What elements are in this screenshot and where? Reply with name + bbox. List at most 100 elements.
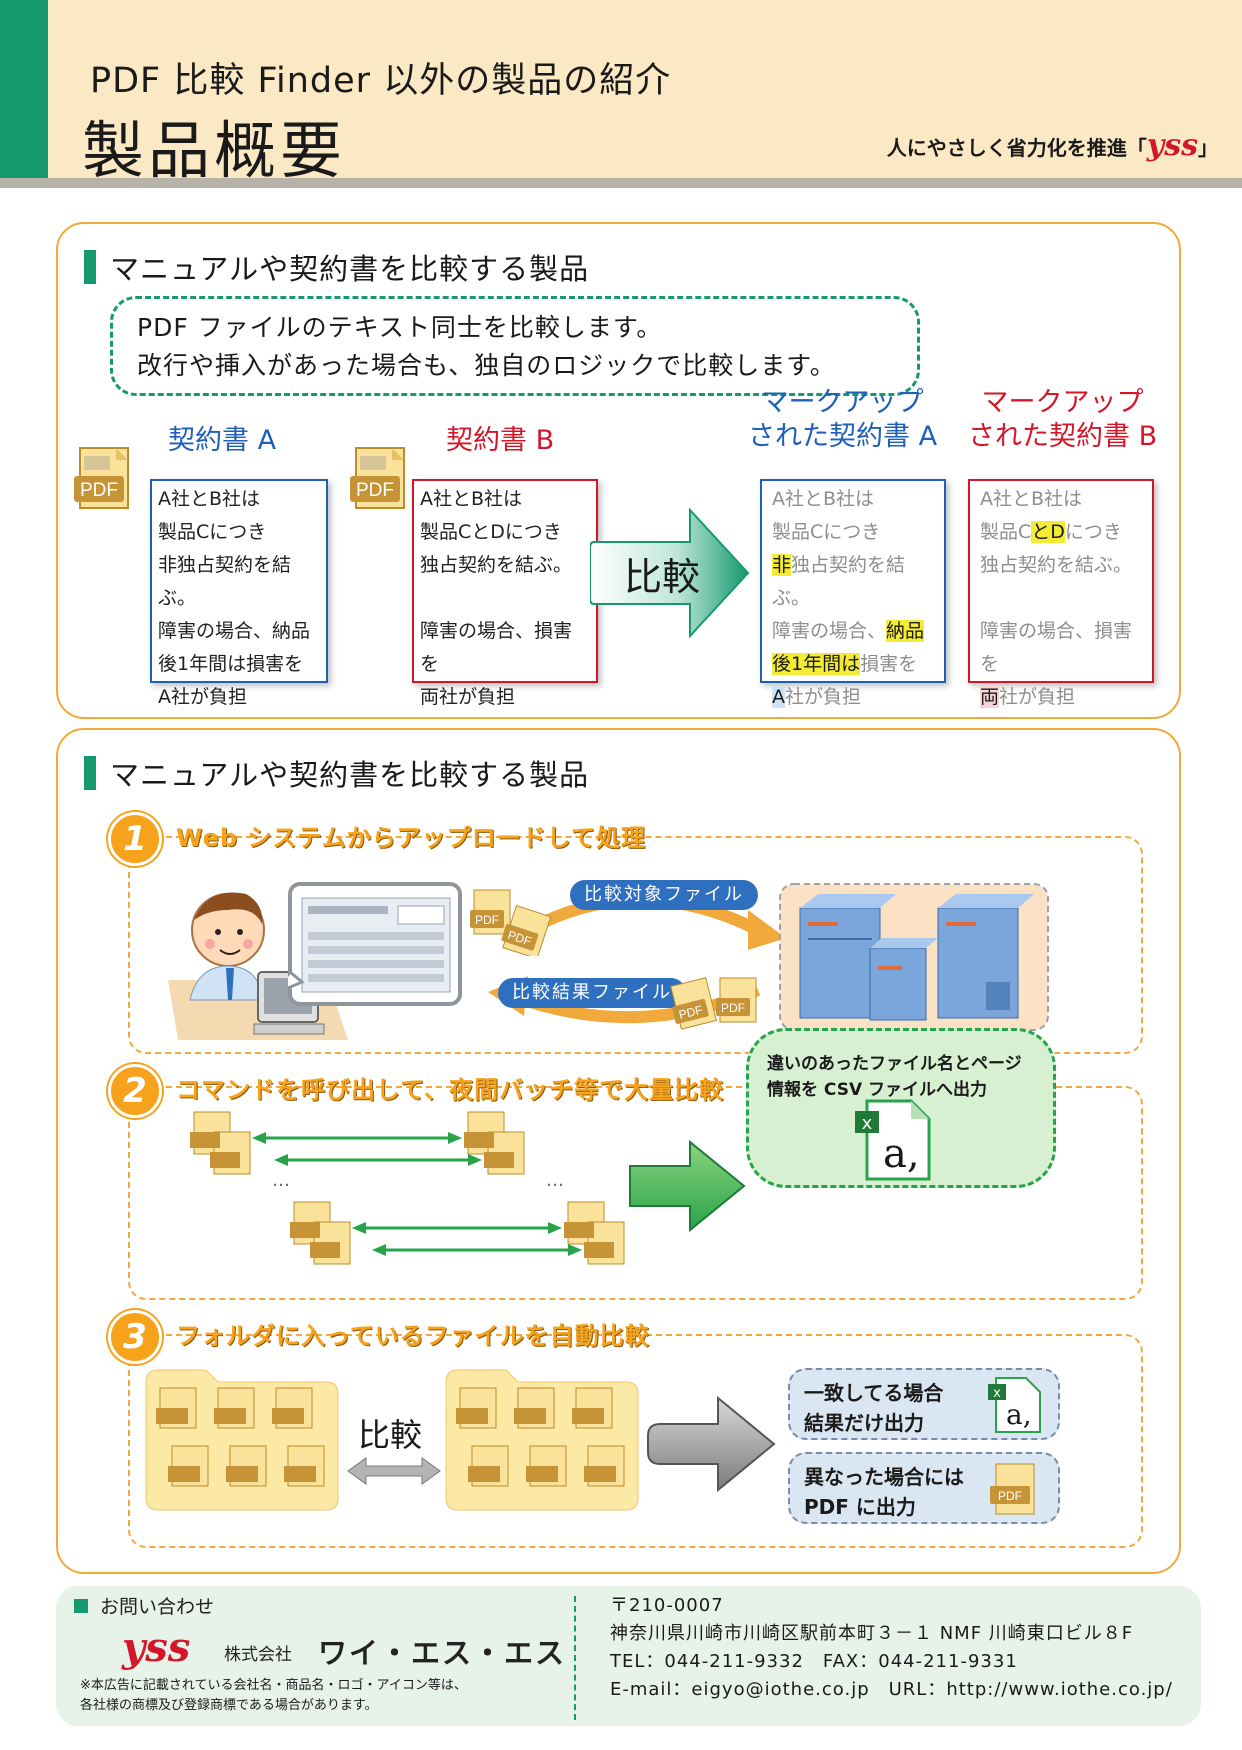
csv-output-line2: 情報を CSV ファイルへ出力 bbox=[767, 1080, 988, 1100]
markup-b-box: A社とB社は 製品CとDにつき 独占契約を結ぶ。 障害の場合、損害を 両社が負担 bbox=[968, 479, 1154, 708]
server-icon bbox=[779, 883, 1049, 1031]
markup-a-title: マークアップ された契約書 A bbox=[748, 386, 937, 454]
trademark-disclaimer: ※本広告に記載されている会社名・商品名・ロゴ・アイコン等は、 各社様の商標及び登… bbox=[80, 1676, 467, 1716]
diff-result-text: 異なった場合には PDF に出力 bbox=[804, 1462, 964, 1522]
heading-marker bbox=[74, 1598, 88, 1613]
section1-heading: マニュアルや契約書を比較する製品 bbox=[84, 246, 589, 288]
ellipsis: … bbox=[272, 1170, 292, 1191]
folder-icon bbox=[145, 1369, 339, 1511]
doc-b-line: 独占契約を結ぶ。 bbox=[420, 554, 573, 576]
highlight-added: とD bbox=[1031, 521, 1065, 543]
markup-a-line: 後1年間は損害を bbox=[772, 648, 938, 681]
diff-line1: 異なった場合には bbox=[804, 1465, 964, 1489]
markup-a-text: 障害の場合、 bbox=[772, 620, 887, 642]
double-arrow-icon bbox=[347, 1457, 441, 1485]
step3-title: フォルダに入っているファイルを自動比較 bbox=[176, 1322, 650, 1350]
heading-marker bbox=[84, 756, 96, 790]
folder-icon bbox=[445, 1369, 639, 1511]
step1-box bbox=[128, 836, 1143, 1054]
email-url[interactable]: E-mail：eigyo@iothe.co.jp URL：http://www.… bbox=[610, 1679, 1173, 1700]
disclaimer-line2: 各社様の商標及び登録商標である場合があります。 bbox=[80, 1698, 378, 1713]
page-header: PDF 比較 Finder 以外の製品の紹介 製品概要 人にやさしく省力化を推進… bbox=[0, 0, 1242, 188]
highlight-deleted: 後1年間は bbox=[772, 653, 861, 675]
section-compare-documents: マニュアルや契約書を比較する製品 PDF ファイルのテキスト同士を比較します。 … bbox=[56, 222, 1181, 719]
step3-compare-label: 比較 bbox=[358, 1416, 423, 1454]
pdf-icon-label: PDF bbox=[998, 1489, 1022, 1503]
compare-label: 比較 bbox=[624, 555, 701, 599]
section-usage-modes: マニュアルや契約書を比較する製品 1 Web システムからアップロードして処理 bbox=[56, 728, 1181, 1574]
markup-b-line: 障害の場合、損害を bbox=[980, 620, 1133, 675]
phone-fax: TEL：044-211-9332 FAX：044-211-9331 bbox=[610, 1651, 1018, 1672]
slogan-logo: yss bbox=[1146, 128, 1198, 163]
markup-b-title-line2: された契約書 B bbox=[968, 421, 1158, 452]
pdf-icon-label: PDF bbox=[677, 1003, 704, 1022]
csv-glyph: a, bbox=[883, 1131, 920, 1177]
markup-a-line: 製品Cにつき bbox=[772, 521, 881, 543]
doc-a-line: 製品Cにつき bbox=[158, 521, 267, 543]
match-line1: 一致してる場合 bbox=[804, 1381, 944, 1405]
browser-window-icon bbox=[288, 882, 462, 1006]
compare-arrow-icon: 比較 bbox=[589, 507, 752, 639]
doc-b-line: 両社が負担 bbox=[420, 686, 516, 708]
pdf-icon-label: PDF bbox=[721, 1001, 745, 1015]
markup-b-text: 社が負担 bbox=[999, 686, 1076, 708]
csv-output-text: 違いのあったファイル名とページ 情報を CSV ファイルへ出力 bbox=[767, 1051, 1022, 1103]
pdf-file-icon: PDF PDF bbox=[670, 977, 757, 1030]
markup-a-line: 障害の場合、納品 bbox=[772, 615, 938, 648]
page-title: 製品概要 bbox=[82, 114, 347, 187]
match-line2: 結果だけ出力 bbox=[804, 1411, 924, 1435]
markup-a-box: A社とB社は 製品Cにつき 非独占契約を結ぶ。 障害の場合、納品 後1年間は損害… bbox=[760, 479, 946, 708]
company-name: ワイ・エス・エス bbox=[318, 1636, 567, 1670]
doc-b-title: 契約書 B bbox=[446, 425, 555, 456]
markup-b-text: につき bbox=[1064, 521, 1122, 543]
batch-compare-diagram bbox=[190, 1111, 625, 1265]
postal-code: 〒210-0007 bbox=[610, 1595, 724, 1616]
section2-heading-text: マニュアルや契約書を比較する製品 bbox=[110, 758, 590, 792]
csv-glyph: a, bbox=[1006, 1398, 1032, 1431]
doc-a-line: 障害の場合、納品 bbox=[158, 620, 311, 642]
markup-a-line: 非独占契約を結ぶ。 bbox=[772, 549, 938, 615]
note-line-1: PDF ファイルのテキスト同士を比較します。 bbox=[137, 313, 663, 342]
pdf-file-icon: PDF PDF bbox=[470, 889, 552, 956]
result-files-label: 比較結果ファイル bbox=[498, 978, 686, 1008]
markup-a-title-line2: された契約書 A bbox=[748, 421, 938, 452]
contact-heading-text: お問い合わせ bbox=[100, 1596, 215, 1618]
doc-b-line: A社とB社は bbox=[420, 488, 523, 510]
street-address: 神奈川県川崎市川崎区駅前本町３－１ NMF 川崎東口ビル８F bbox=[610, 1623, 1134, 1644]
svg-text:x: x bbox=[862, 1113, 873, 1134]
description-note: PDF ファイルのテキスト同士を比較します。 改行や挿入があった場合も、独自のロ… bbox=[110, 296, 920, 396]
header-subtitle: PDF 比較 Finder 以外の製品の紹介 bbox=[90, 61, 672, 101]
ellipsis: … bbox=[546, 1170, 566, 1191]
markup-b-line: 独占契約を結ぶ。 bbox=[980, 554, 1133, 576]
slogan-close: 」 bbox=[1198, 136, 1218, 160]
step3-box bbox=[128, 1334, 1143, 1548]
highlight-changed: A bbox=[772, 686, 785, 708]
footer-divider bbox=[574, 1596, 576, 1720]
disclaimer-line1: ※本広告に記載されている会社名・商品名・ロゴ・アイコン等は、 bbox=[80, 1678, 467, 1693]
pdf-icon-label: PDF bbox=[356, 480, 394, 501]
header-divider bbox=[0, 178, 1242, 188]
company-address: 〒210-0007 神奈川県川崎市川崎区駅前本町３－１ NMF 川崎東口ビル８F… bbox=[610, 1592, 1173, 1704]
step1-title: Web システムからアップロードして処理 bbox=[176, 824, 646, 852]
section2-heading: マニュアルや契約書を比較する製品 bbox=[84, 752, 589, 794]
diff-line2: PDF に出力 bbox=[804, 1495, 916, 1519]
header-slogan: 人にやさしく省力化を推進「yss」 bbox=[887, 128, 1218, 163]
header-accent-bar bbox=[0, 0, 48, 180]
highlight-deleted: 納品 bbox=[886, 620, 925, 642]
company-type: 株式会社 bbox=[224, 1645, 292, 1665]
markup-a-text: 独占契約を結ぶ。 bbox=[772, 554, 906, 609]
doc-a-title: 契約書 A bbox=[168, 425, 277, 456]
csv-output-bubble: 違いのあったファイル名とページ 情報を CSV ファイルへ出力 x a, bbox=[746, 1028, 1056, 1188]
markup-b-line: 製品CとDにつき bbox=[980, 516, 1146, 549]
upload-files-label: 比較対象ファイル bbox=[570, 880, 758, 910]
step1-number: 1 bbox=[108, 812, 162, 866]
highlight-changed: 両 bbox=[980, 686, 1000, 708]
markup-b-blank-line bbox=[980, 582, 1146, 615]
heading-marker bbox=[84, 250, 96, 284]
doc-a-line: A社とB社は bbox=[158, 488, 261, 510]
highlight-deleted: 非 bbox=[772, 554, 792, 576]
markup-a-line: A社が負担 bbox=[772, 681, 938, 714]
contact-heading: お問い合わせ bbox=[74, 1592, 214, 1619]
pdf-file-icon: PDF bbox=[990, 1463, 1035, 1515]
doc-b-blank-line bbox=[420, 582, 590, 615]
